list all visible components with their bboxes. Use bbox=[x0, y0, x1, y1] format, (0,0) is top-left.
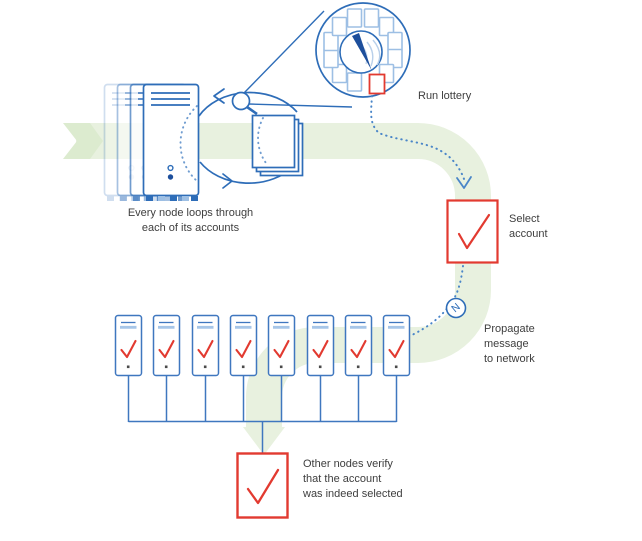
select-account-label: Select account bbox=[509, 213, 548, 240]
network-node bbox=[191, 314, 220, 424]
loop-top-arc bbox=[198, 91, 298, 117]
verify-box bbox=[236, 452, 289, 519]
callout-line-upper bbox=[243, 10, 325, 94]
every-node-label: Every node loops through each of its acc… bbox=[127, 207, 254, 234]
propagate-label: Propagate message to network bbox=[484, 323, 535, 365]
lottery-wheel bbox=[315, 2, 411, 98]
check-icon bbox=[457, 213, 491, 250]
check-icon bbox=[246, 468, 280, 505]
run-lottery-label: Run lottery bbox=[418, 90, 472, 102]
network-node bbox=[382, 314, 411, 424]
needle-swish-icon bbox=[366, 41, 374, 67]
loop-arrow-left-icon bbox=[213, 88, 225, 104]
loop-arrow-right-icon bbox=[222, 173, 233, 189]
loop-dotted-arc-server bbox=[179, 105, 199, 183]
server-tower-front bbox=[142, 83, 200, 201]
network-icon: N bbox=[445, 297, 467, 319]
network-node bbox=[306, 314, 335, 424]
flow-end-arrow bbox=[243, 427, 285, 455]
dotted-path-lottery-to-select bbox=[370, 95, 465, 180]
select-account-box bbox=[446, 199, 499, 264]
node-network bbox=[114, 314, 411, 454]
wheel-inner-circle bbox=[339, 30, 383, 74]
flow-start-chevron bbox=[63, 123, 103, 159]
server-stack bbox=[103, 83, 200, 201]
magnifier-icon bbox=[231, 91, 258, 116]
documents-icon bbox=[251, 114, 304, 177]
dotted-arrowhead-icon bbox=[456, 176, 472, 189]
network-node bbox=[344, 314, 373, 424]
verify-label: Other nodes verify that the account was … bbox=[303, 458, 403, 500]
loop-dotted-arc-documents bbox=[257, 117, 267, 164]
needle-swish-icon bbox=[372, 39, 381, 66]
network-node bbox=[152, 314, 181, 424]
callout-line-lower bbox=[248, 103, 353, 108]
zoom-callout bbox=[243, 10, 353, 108]
network-node bbox=[114, 314, 143, 424]
selected-slot bbox=[368, 73, 386, 95]
wheel-slots bbox=[323, 8, 403, 92]
wheel-needle-icon bbox=[352, 33, 372, 70]
